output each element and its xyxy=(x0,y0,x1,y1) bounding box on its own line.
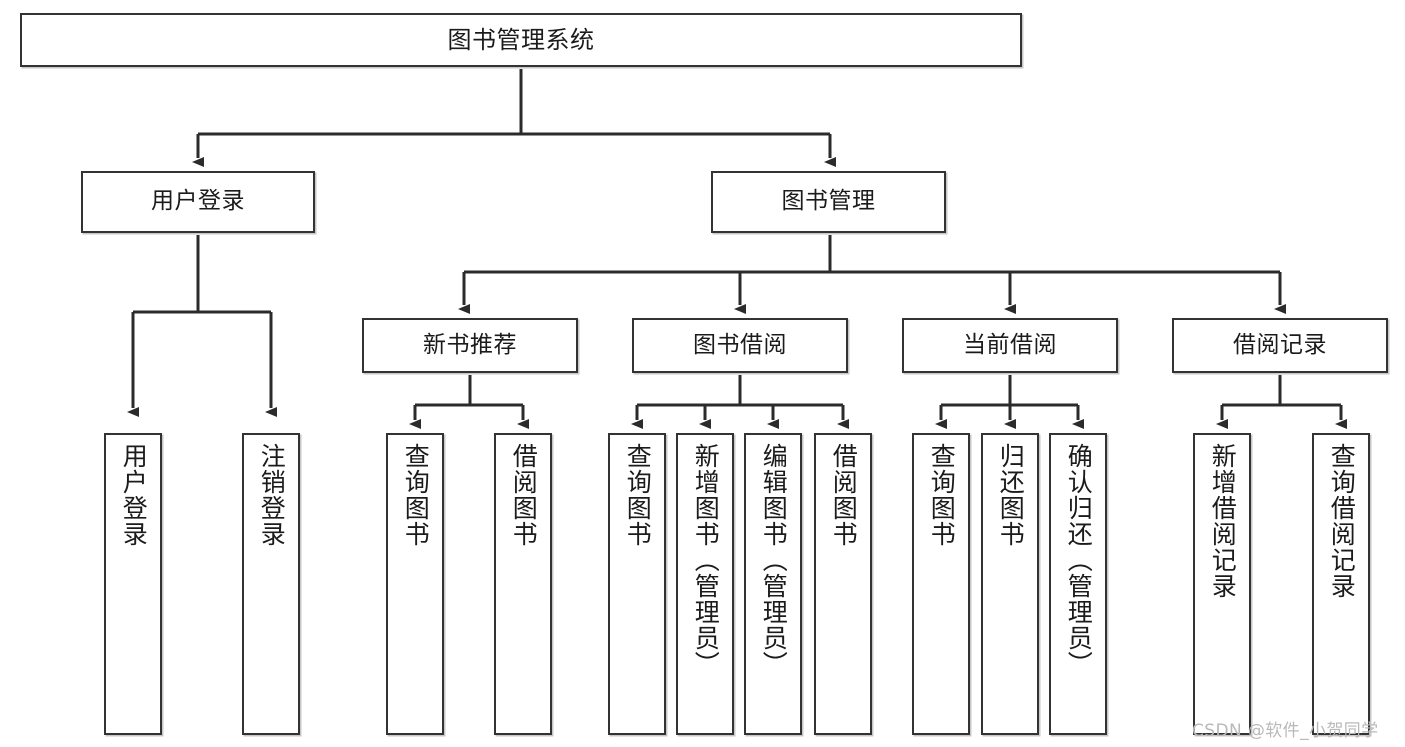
node-root-system[interactable]: 图书管理系统 xyxy=(20,13,1022,67)
node-label: 新书推荐 xyxy=(423,331,517,358)
node-borrow-record[interactable]: 借阅记录 xyxy=(1172,318,1388,373)
node-label: 编辑图书（管理员） xyxy=(759,443,789,677)
leaf-confirm-return-admin[interactable]: 确认归还（管理员） xyxy=(1049,433,1107,735)
node-book-management[interactable]: 图书管理 xyxy=(711,171,946,233)
leaf-query-book-current[interactable]: 查询图书 xyxy=(912,433,970,735)
leaf-query-book-borrow[interactable]: 查询图书 xyxy=(608,433,666,735)
leaf-borrow-book-recommend[interactable]: 借阅图书 xyxy=(494,433,552,735)
leaf-edit-book-admin[interactable]: 编辑图书（管理员） xyxy=(744,433,802,735)
node-current-borrow[interactable]: 当前借阅 xyxy=(902,318,1118,373)
node-new-book-recommend[interactable]: 新书推荐 xyxy=(362,318,578,373)
node-label: 查询图书 xyxy=(927,443,957,547)
node-label: 当前借阅 xyxy=(963,331,1057,358)
node-label: 用户登录 xyxy=(119,443,149,547)
node-label: 图书管理系统 xyxy=(447,25,595,54)
node-label: 借阅图书 xyxy=(829,443,859,547)
node-label: 借阅记录 xyxy=(1233,331,1327,358)
node-label: 用户登录 xyxy=(151,188,245,215)
leaf-query-book-recommend[interactable]: 查询图书 xyxy=(386,433,444,735)
node-label: 查询图书 xyxy=(401,443,431,547)
node-label: 新增借阅记录 xyxy=(1208,443,1238,599)
leaf-return-book[interactable]: 归还图书 xyxy=(981,433,1039,735)
leaf-add-borrow-record[interactable]: 新增借阅记录 xyxy=(1193,433,1251,735)
node-user-login[interactable]: 用户登录 xyxy=(81,171,315,233)
node-label: 图书管理 xyxy=(781,188,876,215)
node-label: 注销登录 xyxy=(257,443,287,547)
node-book-borrow[interactable]: 图书借阅 xyxy=(632,318,848,373)
csdn-watermark: CSDN @软件_小贺同学 xyxy=(1192,721,1379,741)
leaf-logout[interactable]: 注销登录 xyxy=(242,433,300,735)
leaf-add-book-admin[interactable]: 新增图书（管理员） xyxy=(676,433,734,735)
node-label: 查询借阅记录 xyxy=(1327,443,1357,599)
leaf-user-login[interactable]: 用户登录 xyxy=(104,433,162,735)
node-label: 确认归还（管理员） xyxy=(1064,443,1094,677)
leaf-query-borrow-record[interactable]: 查询借阅记录 xyxy=(1312,433,1370,735)
node-label: 新增图书（管理员） xyxy=(691,443,721,677)
node-label: 借阅图书 xyxy=(509,443,539,547)
node-label: 查询图书 xyxy=(623,443,653,547)
node-label: 归还图书 xyxy=(996,443,1026,547)
node-label: 图书借阅 xyxy=(693,331,787,358)
leaf-borrow-book[interactable]: 借阅图书 xyxy=(814,433,872,735)
